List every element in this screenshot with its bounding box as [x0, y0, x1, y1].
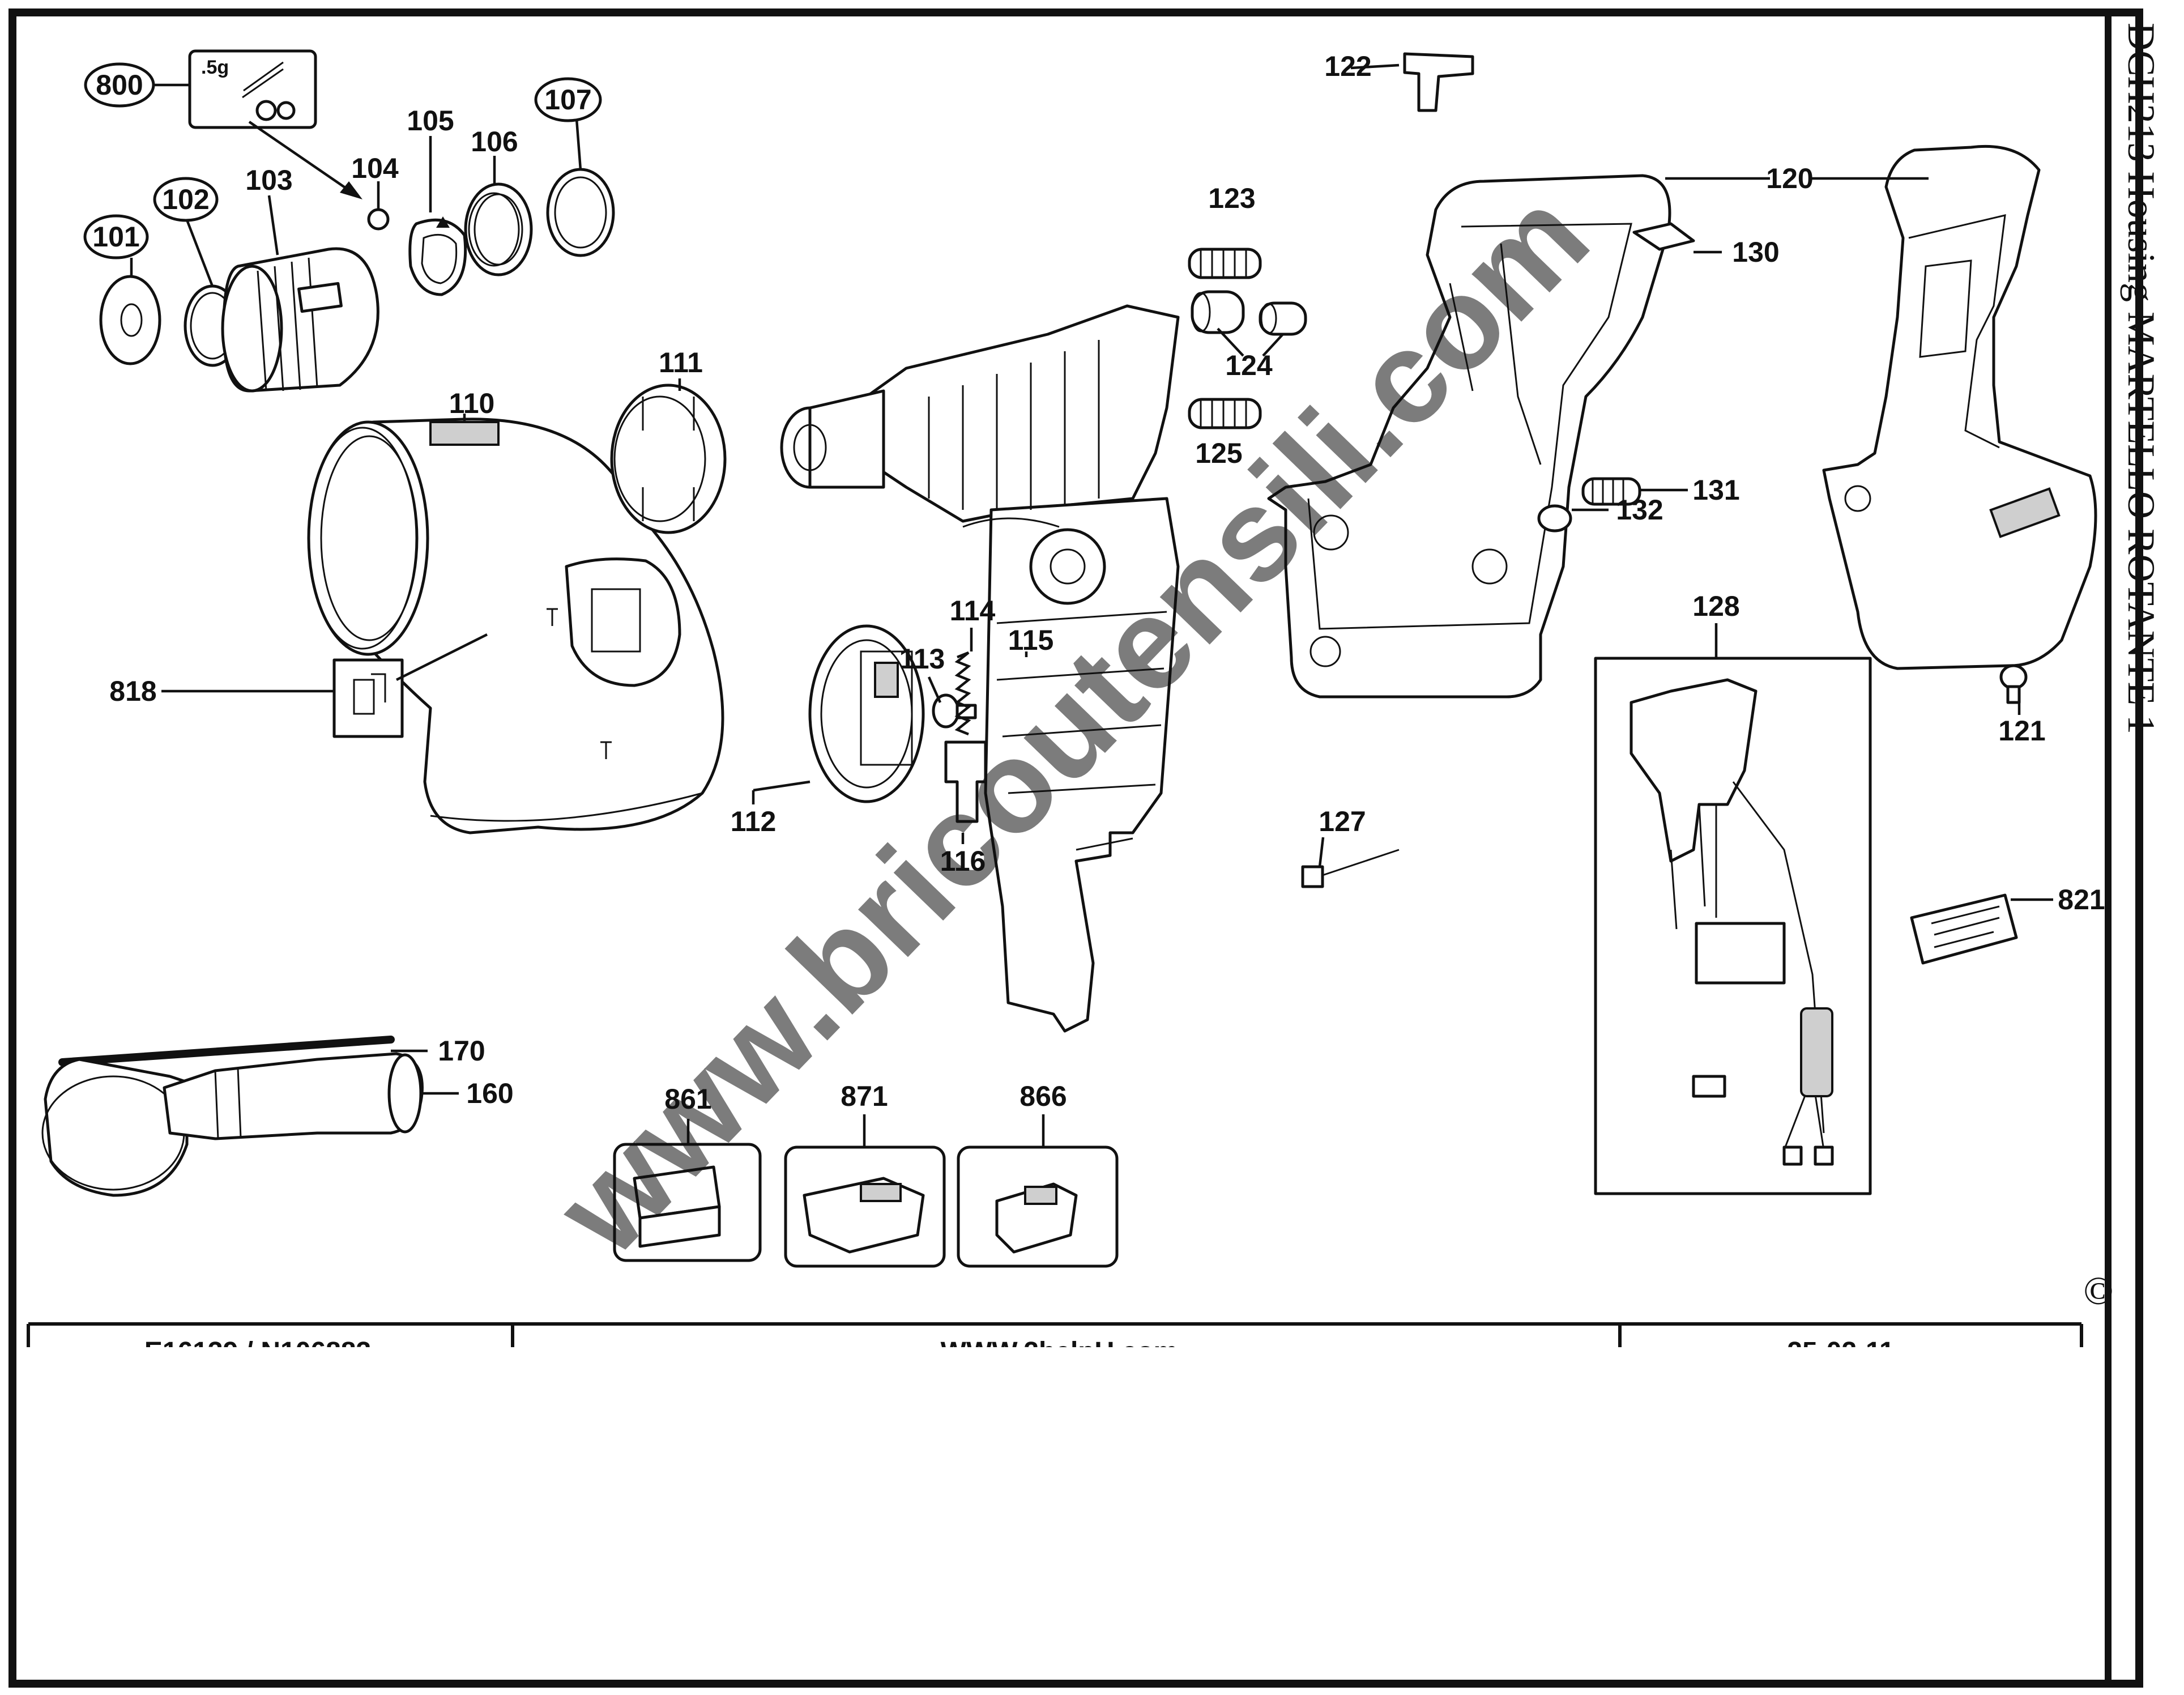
label-120: 120 — [1766, 163, 1813, 194]
part-113-pin — [932, 693, 977, 729]
label-128: 128 — [1692, 590, 1739, 622]
part-101-washer — [99, 275, 161, 365]
sheet-title: DCH213 Housing MARTELLO ROTANTE 1 — [2120, 23, 2163, 734]
motor-gearbox-assembly — [780, 304, 1180, 1033]
label-104: 104 — [351, 152, 399, 184]
label-114: 114 — [950, 595, 996, 627]
part-866-battery — [957, 1145, 1119, 1268]
leader-lines — [130, 63, 2053, 1147]
sheet-frame — [8, 8, 2143, 1688]
part-861-case — [613, 1143, 762, 1262]
copyright-mark: © — [2083, 1270, 2113, 1313]
label-821: 821 — [2058, 884, 2105, 915]
label-101: 101 — [92, 221, 139, 253]
part-170-depth-rod — [58, 1036, 395, 1066]
label-112: 112 — [731, 806, 777, 837]
label-116: 116 — [940, 845, 986, 877]
label-113: 113 — [899, 643, 945, 675]
label-105: 105 — [407, 105, 454, 137]
label-130: 130 — [1732, 236, 1779, 268]
footer-band: E16139 / N106883 WWW.2helpU.com 25-02-11 — [23, 1322, 2087, 1370]
label-103: 103 — [245, 164, 292, 196]
part-121-screw — [1999, 664, 2028, 704]
label-170: 170 — [438, 1035, 485, 1067]
part-120-housing-left — [1267, 174, 1671, 699]
label-124: 124 — [1225, 350, 1273, 381]
part-112-selector-knob — [808, 624, 925, 803]
label-122: 122 — [1324, 50, 1371, 82]
part-105-cap — [408, 216, 467, 296]
part-123-spring — [1188, 248, 1262, 279]
label-861: 861 — [664, 1083, 711, 1115]
part-125-spring — [1188, 398, 1262, 429]
part-120-housing-right — [1822, 144, 2097, 670]
label-818: 818 — [109, 675, 156, 707]
kit-weight-label: .5g — [201, 57, 229, 78]
label-111: 111 — [659, 347, 703, 378]
part-122-clip — [1403, 52, 1474, 112]
part-107-ring — [546, 168, 615, 257]
part-800-kit-detail: .5g — [188, 49, 317, 129]
part-127-lead — [1301, 849, 1400, 888]
part-160-side-handle — [41, 1052, 424, 1197]
label-127: 127 — [1319, 806, 1366, 837]
part-132-button — [1537, 504, 1572, 533]
label-115: 115 — [1008, 624, 1054, 656]
label-107: 107 — [544, 84, 591, 116]
label-121: 121 — [1998, 715, 2045, 747]
part-103-nose-sleeve — [221, 247, 379, 393]
label-871: 871 — [841, 1080, 888, 1112]
label-800: 800 — [96, 69, 143, 101]
part-114-spring — [954, 651, 971, 736]
part-871-charger — [784, 1145, 946, 1268]
part-110-gear-housing — [307, 418, 724, 834]
part-104-ball — [367, 208, 390, 231]
part-106-ring — [464, 182, 533, 276]
label-866: 866 — [1020, 1080, 1067, 1112]
part-128-switch-assembly — [1594, 657, 1872, 1195]
part-111-selector-ring — [610, 384, 727, 534]
label-102: 102 — [162, 184, 209, 215]
label-110: 110 — [449, 387, 495, 419]
part-821-rating-label — [1910, 893, 2018, 965]
callout-ovals — [83, 62, 602, 259]
label-131: 131 — [1692, 474, 1739, 506]
part-130-pin — [1632, 222, 1695, 251]
part-number-labels: 800 101 102 103 104 105 106 107 110 111 … — [92, 50, 2105, 1115]
label-123: 123 — [1208, 182, 1255, 214]
part-124-sleeves — [1191, 290, 1307, 336]
part-131-spring — [1581, 477, 1641, 506]
label-106: 106 — [471, 126, 518, 157]
part-818-label — [332, 658, 404, 738]
label-160: 160 — [466, 1078, 513, 1109]
label-125: 125 — [1195, 437, 1242, 469]
label-132: 132 — [1616, 494, 1663, 526]
